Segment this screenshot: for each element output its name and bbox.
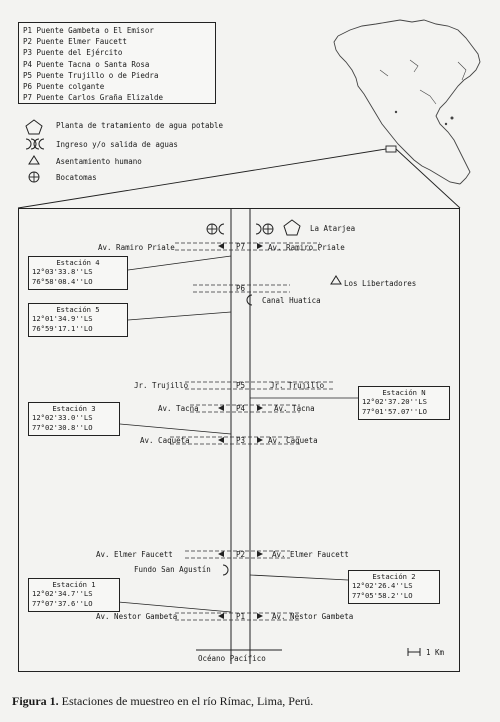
place-label-san-agustin: Fundo San Agustín (134, 565, 211, 574)
roads (170, 242, 335, 621)
figure-caption-label: Figura 1. (12, 694, 59, 708)
legend-outlet-icon (25, 138, 45, 150)
station-box-4: Estación 4 12°03'33.8''LS 76°58'08.4''LO (28, 256, 128, 290)
outlet-icon (218, 223, 262, 576)
scale-bar (407, 648, 421, 656)
legend-plant-label: Planta de tratamiento de agua potable (56, 121, 224, 130)
inset-islands (394, 110, 454, 126)
bridge-mark-p5: P5 (236, 381, 246, 390)
road-label-trujillo-right: Jr. Trujillo (270, 381, 325, 390)
station-lat: 12°02'37.20''LS (362, 397, 427, 407)
road-label-caqueta-right: Av. Caqueta (268, 436, 318, 445)
station-lon: 77°07'37.6''LO (32, 598, 93, 608)
station-lat: 12°02'26.4''LS (352, 581, 413, 591)
legend-settlement-label: Asentamiento humano (56, 157, 142, 166)
connector-right (395, 148, 461, 209)
road-label-faucett-right: Av. Elmer Faucett (272, 550, 349, 559)
legend-bridge-p7: P7 Puente Carlos Graña Elizalde (23, 93, 163, 103)
legend-intake-icon (28, 171, 40, 183)
station-lon: 77°05'58.2''LO (352, 590, 413, 600)
station-title: Estación 4 (56, 258, 100, 267)
station-title: Estación 1 (52, 580, 96, 589)
connector-left (17, 148, 387, 209)
road-label-tacna-right: Av. Tacna (274, 404, 315, 413)
station-lon: 76°58'08.4''LO (32, 276, 93, 286)
station-title: Estación 3 (52, 404, 96, 413)
road-label-caqueta-left: Av. Caqueta (140, 436, 190, 445)
settlement-icon (330, 275, 342, 285)
place-label-ocean: Océano Pacífico (198, 654, 266, 663)
inset-locator-box (385, 145, 397, 153)
bridge-mark-p2: P2 (236, 550, 246, 559)
figure-caption: Figura 1. Estaciones de muestreo en el r… (12, 694, 313, 709)
legend-plant-icon (25, 119, 43, 135)
road-label-priale-right: Av. Ramiro Priale (268, 243, 345, 252)
inset-locator (17, 145, 461, 209)
station-lat: 12°01'34.9''LS (32, 314, 93, 324)
place-label-atarjea: La Atarjea (310, 224, 356, 233)
legend-intake-label: Bocatomas (56, 173, 97, 182)
road-label-faucett-left: Av. Elmer Faucett (96, 550, 173, 559)
station-title: Estación 2 (372, 572, 416, 581)
station-box-5: Estación 5 12°01'34.9''LS 76°59'17.1''LO (28, 303, 128, 337)
treatment-plant-icon (283, 219, 301, 236)
station-lat: 12°02'34.7''LS (32, 589, 93, 599)
place-label-libertadores: Los Libertadores (344, 279, 417, 288)
bridge-mark-p7: P7 (236, 242, 246, 251)
station-lon: 76°59'17.1''LO (32, 323, 93, 333)
detail-map-frame (18, 208, 460, 672)
legend-bridge-p1: P1 Puente Gambeta o El Emisor (23, 26, 154, 35)
legend-bridge-p6: P6 Puente colgante (23, 82, 105, 92)
station-lon: 77°01'57.07''LO (362, 406, 427, 416)
place-label-huatica: Canal Huatica (262, 296, 321, 305)
station-title: Estación N (382, 388, 426, 397)
station-box-3: Estación 3 12°02'33.0''LS 77°02'30.8''LO (28, 402, 120, 436)
bridge-mark-p1: P1 (236, 612, 246, 621)
station-title: Estación 5 (56, 305, 100, 314)
station-lat: 12°03'33.8''LS (32, 267, 93, 277)
road-label-gambeta-right: Av. Nestor Gambeta (272, 612, 354, 621)
figure-caption-text: Estaciones de muestreo en el río Rímac, … (58, 694, 314, 708)
road-label-tacna-left: Av. Tacna (158, 404, 199, 413)
bridge-mark-p6: P6 (236, 284, 246, 293)
station-box-2: Estación 2 12°02'26.4''LS 77°05'58.2''LO (348, 570, 440, 604)
peru-inset-map (333, 19, 481, 185)
road-label-gambeta-left: Av. Nestor Gambeta (96, 612, 178, 621)
road-arrows (218, 243, 263, 619)
station-lat: 12°02'33.0''LS (32, 413, 93, 423)
legend-bridge-p2: P2 Puente Elmer Faucett (23, 37, 127, 47)
station-box-n: Estación N 12°02'37.20''LS 77°01'57.07''… (358, 386, 450, 420)
station-lon: 77°02'30.8''LO (32, 422, 93, 432)
legend-bridge-p5: P5 Puente Trujillo o de Piedra (23, 70, 159, 80)
road-label-trujillo-left: Jr. Trujillo (134, 381, 189, 390)
legend-bridge-p3: P3 Puente del Ejército (23, 48, 123, 58)
scale-label: 1 Km (426, 648, 445, 657)
station-box-1: Estación 1 12°02'34.7''LS 77°07'37.6''LO (28, 578, 120, 612)
bridge-legend: P1 Puente Gambeta o El Emisor P2 Puente … (18, 22, 216, 104)
road-label-priale-left: Av. Ramiro Priale (98, 243, 175, 252)
bridge-mark-p3: P3 (236, 436, 246, 445)
legend-settlement-icon (28, 155, 40, 165)
legend-bridge-p4: P4 Puente Tacna o Santa Rosa (23, 59, 150, 69)
bridge-mark-p4: P4 (236, 404, 246, 413)
intake-icon (206, 223, 274, 235)
legend-outlet-label: Ingreso y/o salida de aguas (56, 140, 178, 149)
rimac-river (230, 208, 251, 664)
